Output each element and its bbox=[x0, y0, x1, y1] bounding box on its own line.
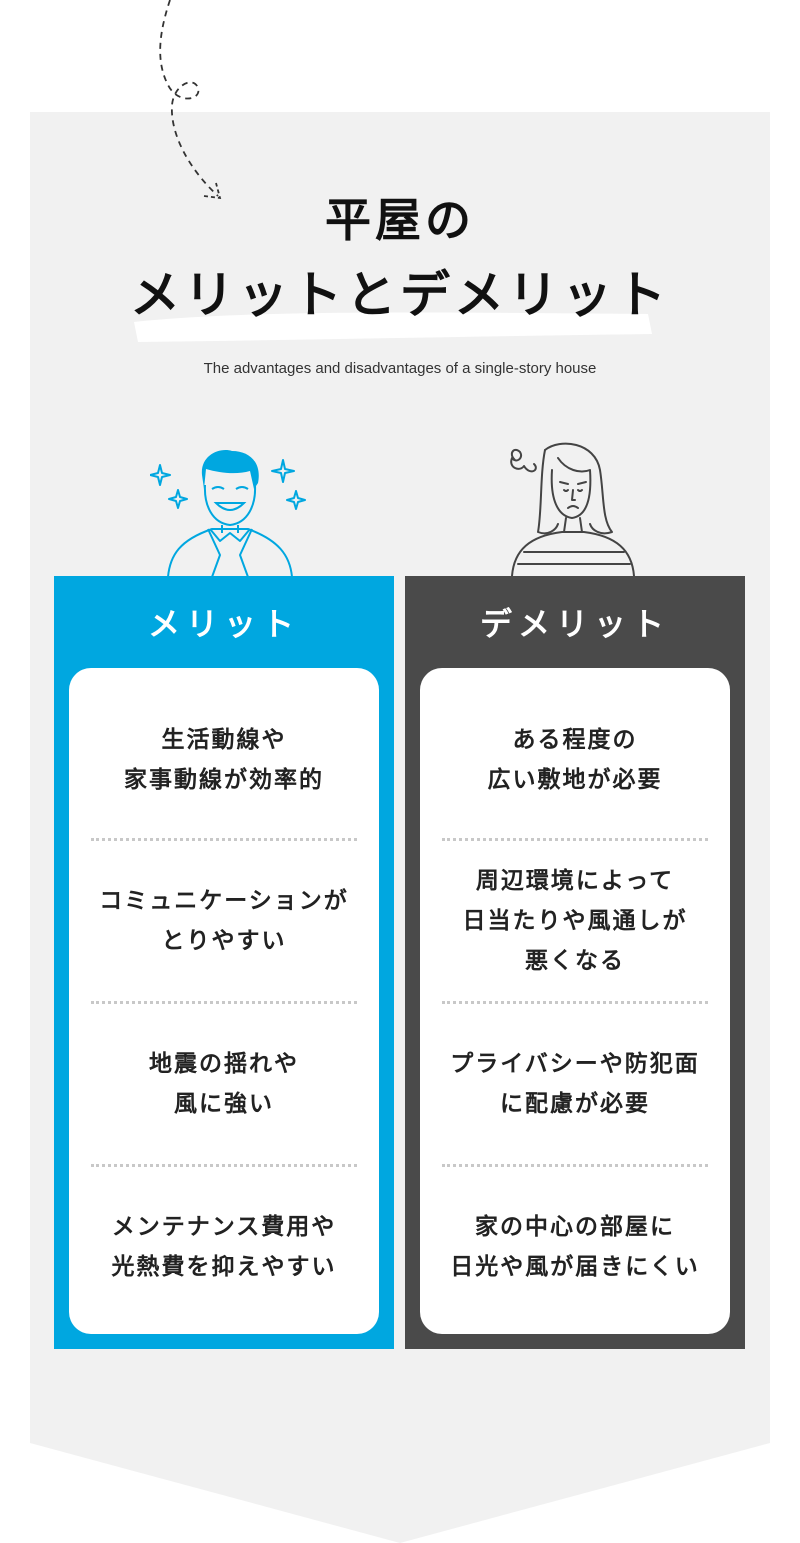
demerit-item-line: 周辺環境によって bbox=[475, 868, 675, 894]
demerits-heading: デメリット bbox=[479, 605, 670, 643]
demerit-item: 家の中心の部屋に 日光や風が届きにくい bbox=[420, 1167, 730, 1327]
happy-man-sparkles-icon bbox=[150, 450, 306, 578]
demerits-card: ある程度の 広い敷地が必要 周辺環境によって 日当たりや風通しが 悪くなる プラ… bbox=[420, 668, 730, 1334]
merit-item-line: 地震の揺れや bbox=[149, 1051, 299, 1077]
merit-item-line: メンテナンス費用や bbox=[111, 1214, 337, 1240]
merits-panel: メリット 生活動線や 家事動線が効率的 コミュニケーションが とりやすい 地震の… bbox=[54, 576, 394, 1349]
demerit-item: プライバシーや防犯面 に配慮が必要 bbox=[420, 1004, 730, 1164]
page-title-line2: メリットとデメリット bbox=[130, 266, 670, 324]
demerit-item-line: 悪くなる bbox=[525, 948, 625, 974]
dotted-divider bbox=[91, 1001, 357, 1004]
merit-item: メンテナンス費用や 光熱費を抑えやすい bbox=[69, 1167, 379, 1327]
merit-item-line: 生活動線や bbox=[161, 727, 287, 753]
demerit-item-line: プライバシーや防犯面 bbox=[450, 1051, 700, 1077]
demerit-item-line: 広い敷地が必要 bbox=[487, 767, 663, 793]
dashed-loop-arrow-icon bbox=[159, 0, 222, 200]
demerit-item-line: に配慮が必要 bbox=[499, 1091, 650, 1117]
demerit-item-line: 家の中心の部屋に bbox=[474, 1214, 675, 1240]
dotted-divider bbox=[91, 1164, 357, 1167]
dotted-divider bbox=[442, 838, 708, 841]
merit-item-line: コミュニケーションが bbox=[99, 888, 349, 914]
merit-item-line: 風に強い bbox=[174, 1091, 274, 1117]
demerit-item: ある程度の 広い敷地が必要 bbox=[420, 688, 730, 832]
demerit-item-line: ある程度の bbox=[512, 727, 638, 753]
merits-card: 生活動線や 家事動線が効率的 コミュニケーションが とりやすい 地震の揺れや 風… bbox=[69, 668, 379, 1334]
page-subtitle: The advantages and disadvantages of a si… bbox=[203, 360, 597, 377]
demerit-item-line: 日光や風が届きにくい bbox=[450, 1254, 700, 1280]
merit-item: 地震の揺れや 風に強い bbox=[69, 1004, 379, 1164]
merit-item-line: 家事動線が効率的 bbox=[124, 767, 324, 793]
dotted-divider bbox=[442, 1164, 708, 1167]
demerit-item: 周辺環境によって 日当たりや風通しが 悪くなる bbox=[420, 841, 730, 1001]
merit-item-line: 光熱費を抑えやすい bbox=[111, 1254, 337, 1280]
demerits-panel: デメリット ある程度の 広い敷地が必要 周辺環境によって 日当たりや風通しが 悪… bbox=[405, 576, 745, 1349]
dotted-divider bbox=[442, 1001, 708, 1004]
demerit-item-line: 日当たりや風通しが bbox=[462, 908, 688, 934]
page-title-line1: 平屋の bbox=[325, 193, 475, 247]
worried-woman-icon bbox=[510, 442, 635, 577]
merit-item-line: とりやすい bbox=[161, 928, 287, 954]
merits-heading: メリット bbox=[147, 605, 300, 643]
merit-item: 生活動線や 家事動線が効率的 bbox=[69, 688, 379, 832]
brush-highlight bbox=[134, 312, 652, 342]
merit-item: コミュニケーションが とりやすい bbox=[69, 841, 379, 1001]
dotted-divider bbox=[91, 838, 357, 841]
